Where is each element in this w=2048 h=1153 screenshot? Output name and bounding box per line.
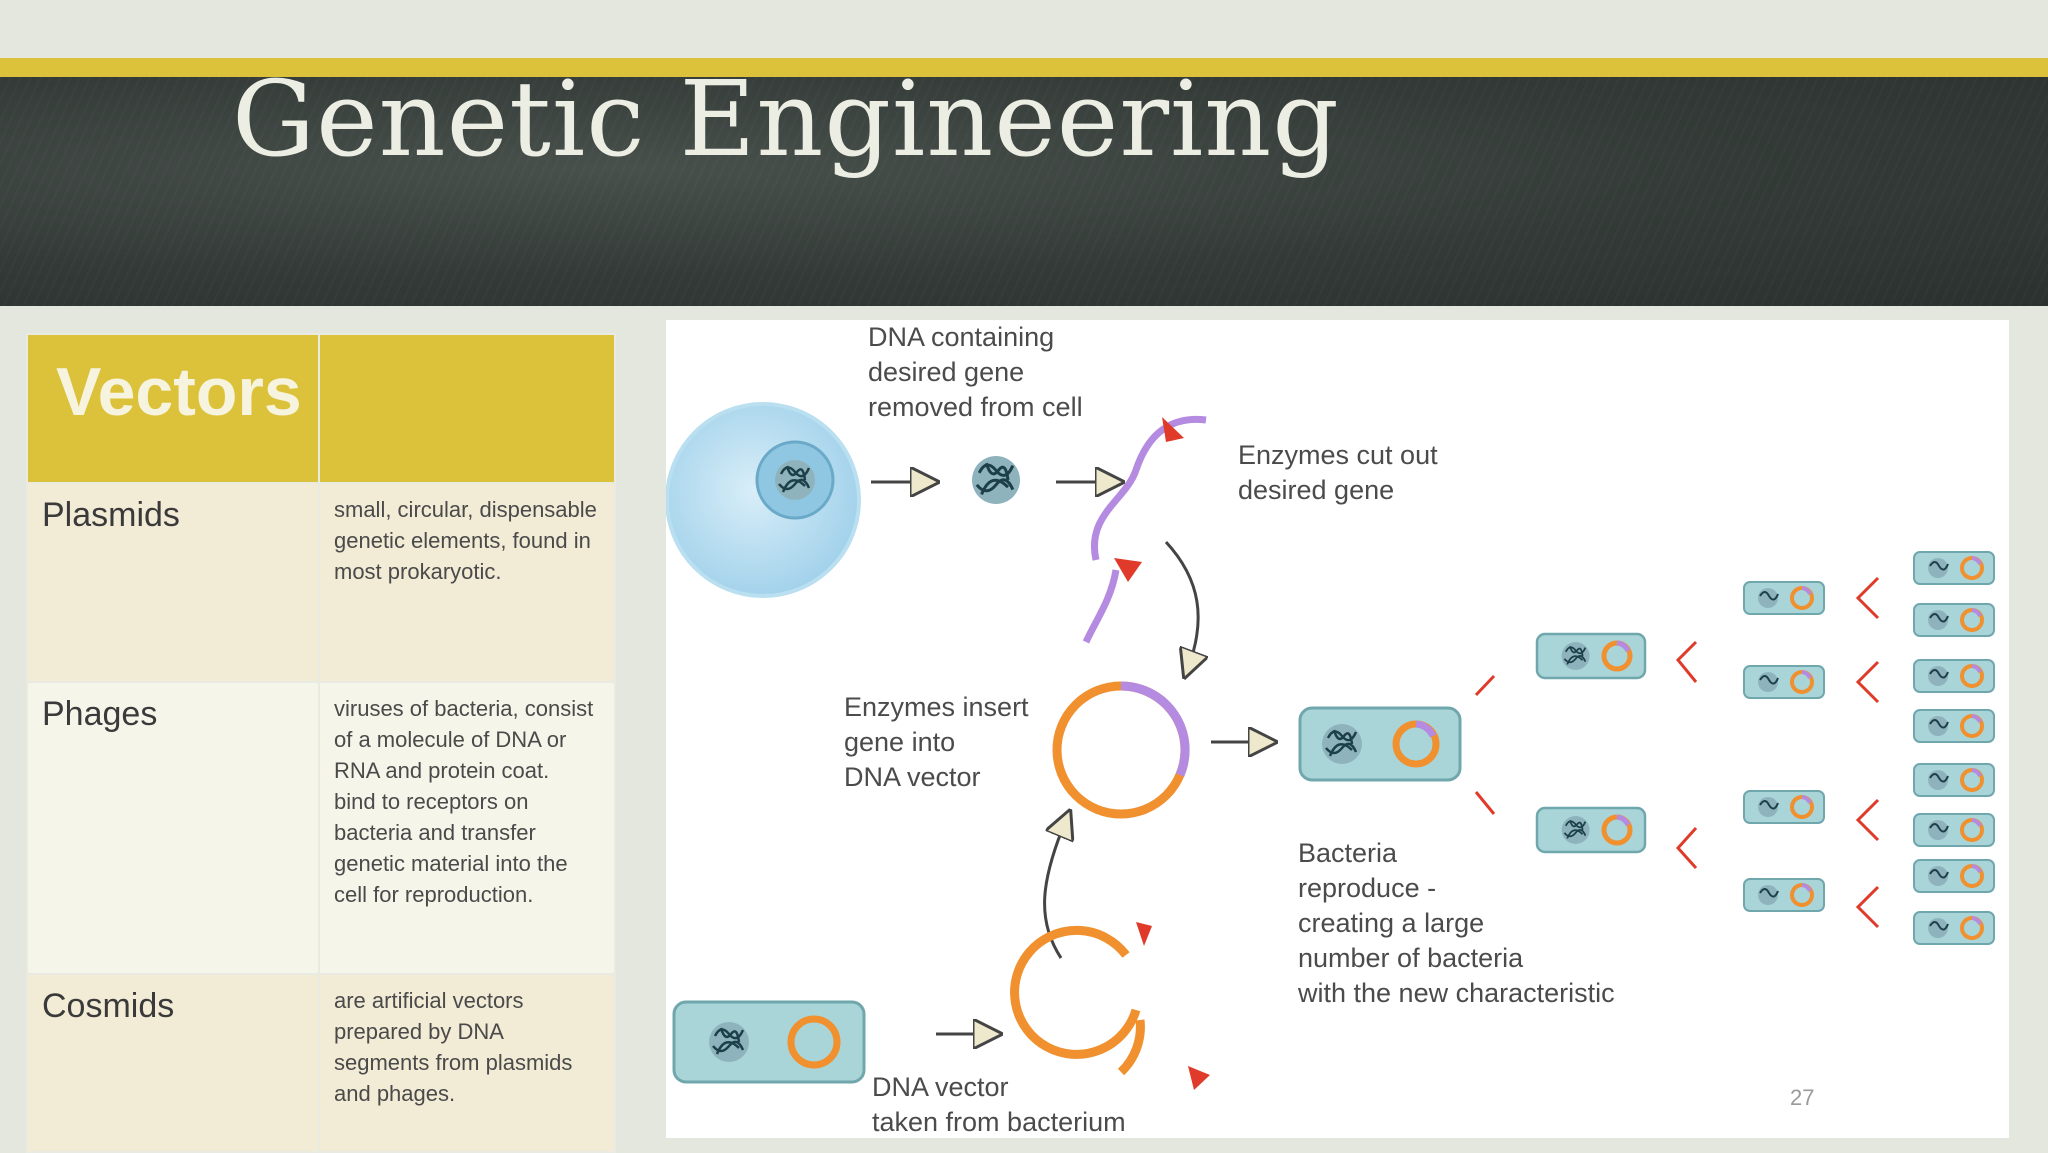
table-header-empty (318, 333, 616, 484)
diagram-graphics (666, 402, 1996, 1090)
label-dna-vector: DNA vector taken from bacterium (872, 1072, 1126, 1137)
extracted-dna (970, 454, 1022, 506)
cut-plasmid (1010, 922, 1210, 1090)
label-enzymes-cut: Enzymes cut out desired gene (1238, 440, 1438, 505)
title-band (0, 77, 2048, 306)
label-dna-containing: DNA containing desired gene removed from… (868, 322, 1083, 422)
table-row-plasmids: Plasmids small, circular, dispensable ge… (26, 482, 616, 683)
arrow-up (1043, 820, 1066, 959)
vector-description: are artificial vectors prepared by DNA s… (318, 973, 616, 1153)
label-bacteria-reproduce: Bacteria reproduce - creating a large nu… (1298, 838, 1615, 1008)
reproduction-lines (1474, 576, 1880, 929)
vector-description: viruses of bacteria, consist of a molecu… (318, 681, 616, 975)
donor-cell (666, 402, 861, 598)
label-enzymes-insert: Enzymes insert gene into DNA vector (844, 692, 1029, 792)
recombinant-plasmid (1052, 681, 1190, 819)
vector-name: Phages (26, 681, 320, 975)
source-bacterium (672, 1000, 866, 1084)
arrow-down (1164, 540, 1198, 668)
cut-gene-strand (1082, 415, 1207, 644)
transformed-bacterium (1300, 708, 1460, 780)
vector-name: Cosmids (26, 973, 320, 1153)
vectors-table: Vectors Plasmids small, circular, dispen… (26, 333, 616, 1153)
genetic-engineering-diagram: DNA containing desired gene removed from… (666, 320, 2009, 1138)
table-row-phages: Phages viruses of bacteria, consist of a… (26, 681, 616, 975)
vector-name: Plasmids (26, 482, 320, 683)
vector-description: small, circular, dispensable genetic ele… (318, 482, 616, 683)
accent-bar (0, 58, 2048, 77)
slide-title: Genetic Engineering (232, 58, 1340, 180)
page-number: 27 (1790, 1085, 1815, 1110)
table-header-vectors: Vectors (26, 333, 320, 484)
table-row-cosmids: Cosmids are artificial vectors prepared … (26, 973, 616, 1153)
